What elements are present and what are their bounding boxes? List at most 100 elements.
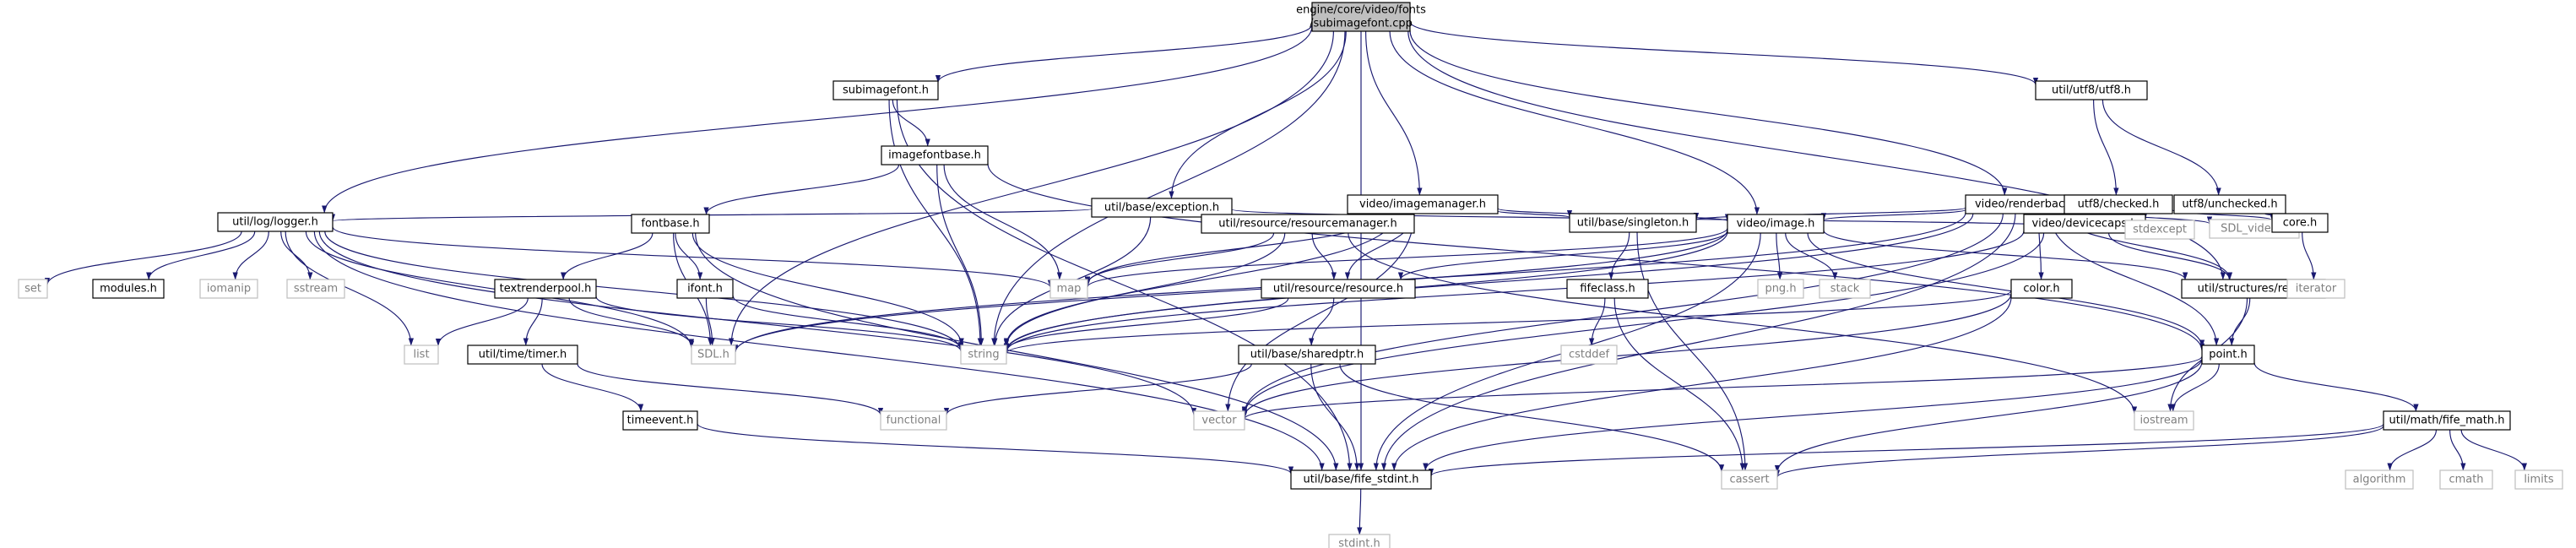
node-label: util/resource/resourcemanager.h <box>1218 218 1396 231</box>
edge-utf8_h-to-checked_h <box>2093 99 2119 196</box>
node-label: util/log/logger.h <box>232 216 318 229</box>
node-fontbase-h[interactable]: fontbase.h <box>631 214 710 234</box>
edge-logger_h-to-vector <box>318 231 1197 416</box>
node-stack: stack <box>1819 279 1871 299</box>
node-core-h[interactable]: core.h <box>2271 213 2329 233</box>
node-box <box>1201 214 1415 234</box>
node-imagemanager-h[interactable]: video/imagemanager.h <box>1347 194 1499 214</box>
node-label: core.h <box>2283 217 2318 230</box>
node-resourcemanager-h[interactable]: util/resource/resourcemanager.h <box>1201 214 1415 234</box>
edge-logger_h-to-list <box>285 231 415 346</box>
node-box <box>1727 214 1825 234</box>
node-devicecaps-h[interactable]: video/devicecaps.h <box>2023 214 2146 234</box>
node-label: functional <box>887 415 941 427</box>
node-box <box>1328 534 1391 548</box>
node-label: cassert <box>1729 474 1769 486</box>
edge-fife_math_h-to-cassert <box>1775 425 2384 478</box>
edge-color_h-to-vector <box>1241 293 2012 417</box>
node-label: SDL.h <box>697 349 729 361</box>
edge-renderbackend_h-to-singleton_h <box>1694 207 1966 221</box>
edge-fontbase_h-to-fife_stdint_h <box>695 232 1339 471</box>
node-box <box>217 212 334 232</box>
node-timer-h[interactable]: util/time/timer.h <box>467 345 578 365</box>
node-sharedptr-h[interactable]: util/base/sharedptr.h <box>1238 345 1376 365</box>
edge-fontbase_h-to-ifont_h <box>675 232 703 280</box>
node-box <box>832 80 939 100</box>
edge-singleton_h-to-cassert <box>1636 231 1749 471</box>
node-box <box>1721 469 1778 490</box>
edge-fife_math_h-to-algorithm <box>2387 429 2438 471</box>
edge-resource_h-to-string <box>1003 297 1289 351</box>
edge-sharedptr_h-to-fife_stdint_h <box>1310 363 1360 471</box>
node-box <box>199 279 258 299</box>
node-box <box>1261 279 1416 299</box>
edge-subimagefont_h-to-imagefontbase_h <box>892 99 930 147</box>
edge-exception_h-to-logger_h <box>330 208 1093 222</box>
edge-timer_h-to-timeevent_h <box>541 363 644 412</box>
node-root[interactable]: engine/core/video/fonts/subimagefont.cpp <box>1296 2 1426 32</box>
node-fife-stdint-h[interactable]: util/base/fife_stdint.h <box>1290 469 1432 490</box>
node-label: util/base/sharedptr.h <box>1250 349 1364 361</box>
node-box <box>691 345 736 365</box>
node-label: stdexcept <box>2133 224 2187 236</box>
edge-image_h-to-rect_h <box>1823 230 2188 280</box>
edge-core_h-to-iterator <box>2302 231 2317 280</box>
edge-fife_math_h-to-cmath <box>2449 429 2466 471</box>
edge-textrenderpool_h-to-list <box>435 297 529 346</box>
edge-resourcemanager_h-to-map <box>1084 232 1275 285</box>
node-label: util/structures/rect.h <box>2198 283 2310 296</box>
edge-fifeclass_h-to-cstddef <box>1588 297 1606 346</box>
edge-subimagefont_h-to-string <box>888 99 984 346</box>
edge-point_h-to-iostream <box>2170 363 2220 412</box>
node-unchecked-h[interactable]: utf8/unchecked.h <box>2173 194 2286 214</box>
node-modules-h[interactable]: modules.h <box>92 279 165 299</box>
node-point-h[interactable]: point.h <box>2201 345 2255 365</box>
node-singleton-h[interactable]: util/base/singleton.h <box>1569 213 1697 233</box>
node-label: vector <box>1201 415 1237 427</box>
node-color-h[interactable]: color.h <box>2010 279 2073 299</box>
node-label: algorithm <box>2353 474 2406 486</box>
edge-point_h-to-fife_math_h <box>2253 362 2419 412</box>
node-iterator: iterator <box>2286 279 2346 299</box>
node-ifont-h[interactable]: ifont.h <box>676 279 734 299</box>
node-label: utf8/unchecked.h <box>2182 198 2277 211</box>
edge-imagefontbase_h-to-fontbase_h <box>703 164 900 215</box>
edge-point_h-to-vector <box>1242 355 2203 420</box>
node-utf8-h[interactable]: util/utf8/utf8.h <box>2035 80 2148 100</box>
edge-image_h-to-stack <box>1785 232 1838 280</box>
node-label: iostream <box>2139 415 2188 427</box>
node-resource-h[interactable]: util/resource/resource.h <box>1261 279 1416 299</box>
node-box <box>1569 213 1697 233</box>
node-box <box>1238 345 1376 365</box>
node-box <box>880 410 947 431</box>
edge-fife_math_h-to-limits <box>2460 429 2527 471</box>
edge-resourcemanager_h-to-resource_h <box>1311 232 1337 280</box>
node-logger-h[interactable]: util/log/logger.h <box>217 212 334 232</box>
node-subimagefont-h[interactable]: subimagefont.h <box>832 80 939 100</box>
edge-resourcemanager_h-to-string <box>1003 232 1286 346</box>
node-label: subimagefont.h <box>843 84 929 97</box>
node-cassert: cassert <box>1721 469 1778 490</box>
node-box <box>2134 410 2194 431</box>
node-box <box>1347 194 1499 214</box>
node-exception-h[interactable]: util/base/exception.h <box>1091 198 1233 218</box>
node-stdint-h: stdint.h <box>1328 534 1391 548</box>
edge-root-to-renderbackend_h <box>1409 30 2008 196</box>
node-label: modules.h <box>100 283 157 296</box>
edge-fife_math_h-to-fife_stdint_h <box>1429 423 2384 476</box>
node-image-h[interactable]: video/image.h <box>1727 214 1825 234</box>
node-timeevent-h[interactable]: timeevent.h <box>622 410 698 431</box>
node-label: util/base/singleton.h <box>1577 217 1689 230</box>
edge-logger_h-to-string <box>324 231 964 351</box>
edge-sharedptr_h-to-functional <box>943 363 1252 415</box>
node-imagefontbase-h[interactable]: imagefontbase.h <box>881 145 989 165</box>
node-checked-h[interactable]: utf8/checked.h <box>2064 194 2173 214</box>
node-fife-math-h[interactable]: util/math/fife_math.h <box>2383 410 2511 431</box>
node-box <box>2010 279 2073 299</box>
edge-imagemanager_h-to-singleton_h <box>1497 209 1572 218</box>
node-box <box>960 345 1007 365</box>
edge-rect_h-to-point_h <box>2229 297 2251 346</box>
node-fifeclass-h[interactable]: fifeclass.h <box>1566 279 1649 299</box>
node-label: cmath <box>2449 474 2483 486</box>
node-textrenderpool-h[interactable]: textrenderpool.h <box>494 279 597 299</box>
